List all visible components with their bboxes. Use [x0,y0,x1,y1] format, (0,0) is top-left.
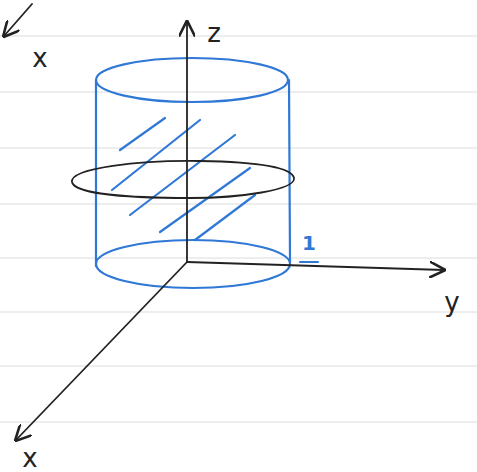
label-holder: x [32,45,47,71]
label-holder: 1 [302,233,316,253]
label-holder: y [444,289,459,315]
paper-lines [0,36,477,422]
axis-label: y [444,289,459,315]
cylinder [96,58,318,288]
axis-label: x [22,445,37,471]
disk-slice [72,161,294,198]
axes [4,4,444,440]
dimension-label: 1 [302,233,316,253]
label-holder: z [207,20,221,46]
label-holder: x [22,445,37,471]
axis-label: z [207,20,221,46]
axis-label: x [32,45,47,71]
